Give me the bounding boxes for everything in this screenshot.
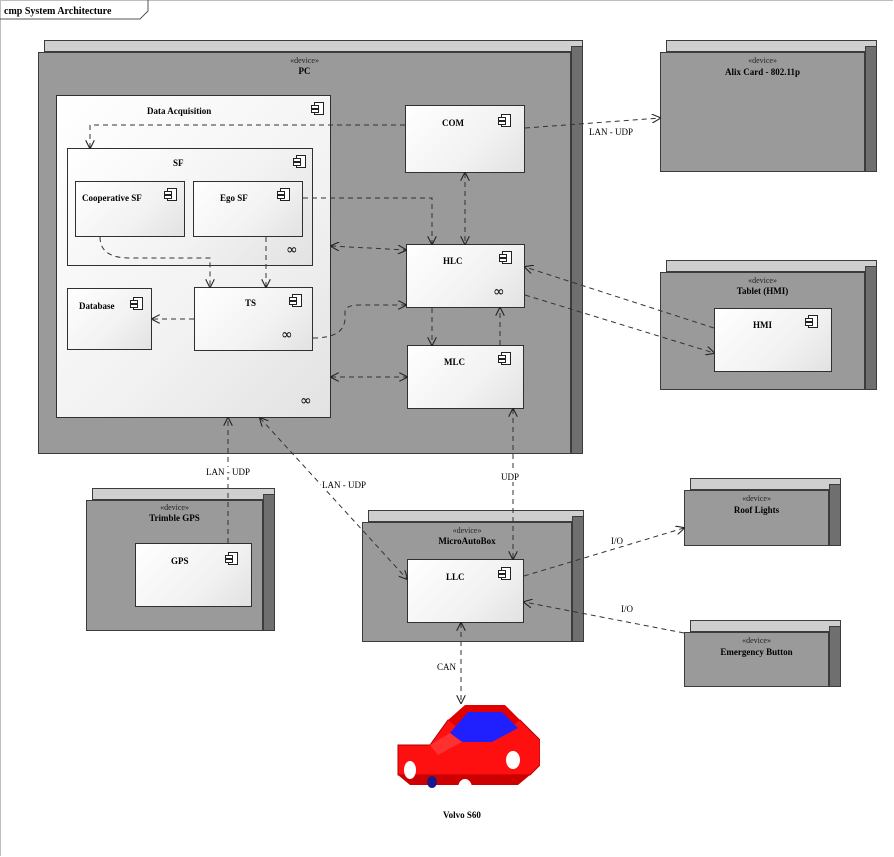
label-can: CAN (436, 662, 457, 672)
label-io-roof: I/O (610, 536, 624, 546)
connector-hmi-hlc (525, 267, 714, 328)
label-lan-udp-mab: LAN - UDP (321, 480, 367, 490)
connector-coopsf-ts (100, 237, 210, 287)
connector-egosf-hlc (303, 198, 432, 244)
label-lan-udp-gps: LAN - UDP (205, 467, 251, 477)
connector-da-llc (260, 418, 407, 579)
label-lan-udp-alix: LAN - UDP (588, 127, 634, 137)
connector-com-sf (90, 125, 405, 148)
connector-ts-hlc (313, 305, 406, 338)
connector-llc-roof (524, 528, 684, 576)
connector-sf-hlc (331, 246, 406, 250)
car-label: Volvo S60 (443, 810, 481, 820)
connector-hlc-hmi (525, 295, 714, 353)
label-io-emergency: I/O (620, 604, 634, 614)
label-udp: UDP (500, 472, 520, 482)
car-image (390, 700, 540, 805)
connector-emergency-llc (524, 602, 684, 633)
